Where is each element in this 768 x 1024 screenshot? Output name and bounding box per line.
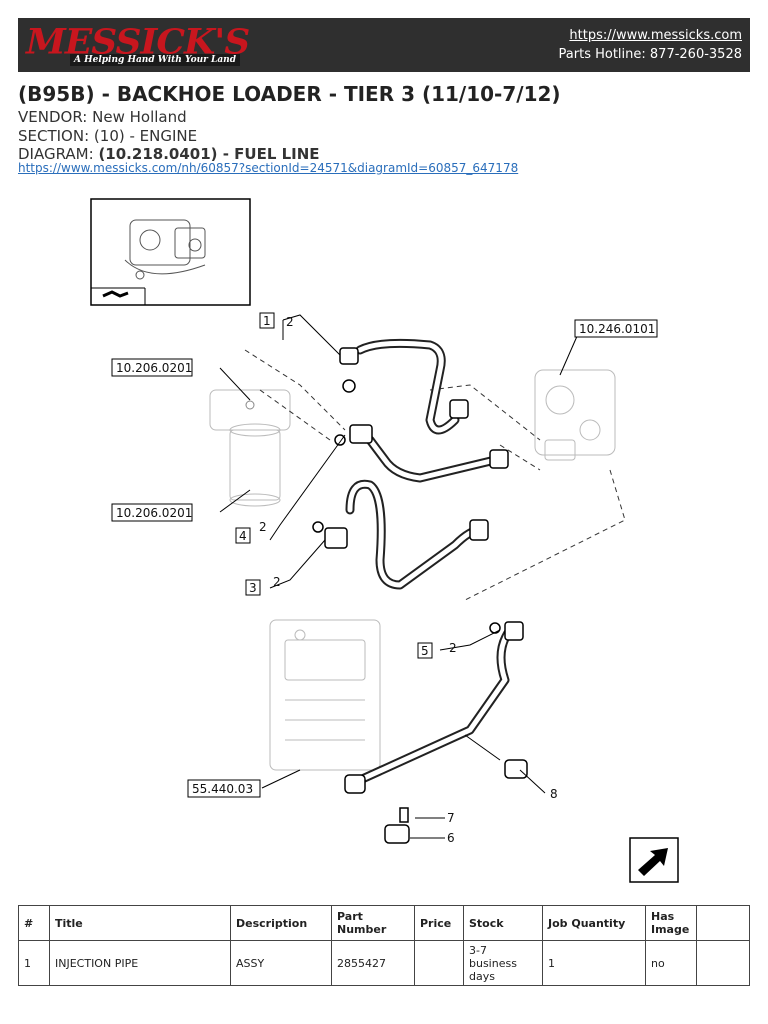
col-header: Job Quantity [542, 905, 646, 941]
col-header: # [18, 905, 50, 941]
parts-hotline: Parts Hotline: 877-260-3528 [558, 47, 742, 62]
ref-box-10-206-0201-bottom[interactable]: 10.206.0201 [111, 503, 193, 522]
col-header: Title [49, 905, 231, 941]
col-header: Part Number [331, 905, 415, 941]
cell-extra [696, 940, 750, 986]
cell-part-number: 2855427 [331, 940, 415, 986]
svg-text:3: 3 [249, 581, 257, 595]
svg-text:5: 5 [421, 644, 429, 658]
col-header: Price [414, 905, 464, 941]
cell-num: 1 [18, 940, 50, 986]
injection-pump [534, 369, 616, 461]
cell-job-quantity: 1 [542, 940, 646, 986]
table-row[interactable]: 1 INJECTION PIPE ASSY 2855427 3-7 busine… [18, 940, 750, 986]
table-header-row: # Title Description Part Number Price St… [18, 905, 750, 941]
header-contact: https://www.messicks.com Parts Hotline: … [559, 26, 742, 64]
site-url-link[interactable]: https://www.messicks.com [569, 28, 742, 43]
svg-text:2: 2 [449, 641, 457, 655]
fuel-filter-assembly [209, 389, 291, 507]
ref-label: 10.206.0201 [116, 361, 192, 375]
cell-description: ASSY [230, 940, 332, 986]
vendor-line: VENDOR: New Holland [18, 108, 187, 126]
page-title: (B95B) - BACKHOE LOADER - TIER 3 (11/10-… [18, 82, 561, 106]
callout-6[interactable]: 6 [447, 831, 455, 845]
svg-text:2: 2 [273, 575, 281, 589]
diagram-value: (10.218.0401) - FUEL LINE [98, 145, 320, 163]
cell-price [414, 940, 464, 986]
svg-text:1: 1 [263, 314, 271, 328]
col-header [696, 905, 750, 941]
callout-5[interactable]: 5 2 [417, 641, 457, 659]
ecu-module [269, 619, 381, 771]
callout-7[interactable]: 7 [447, 811, 455, 825]
ref-box-55-440-03[interactable]: 55.440.03 [187, 779, 261, 798]
cell-has-image: no [645, 940, 697, 986]
callout-1[interactable]: 1 2 [259, 312, 294, 329]
diagram-line: DIAGRAM: (10.218.0401) - FUEL LINE [18, 145, 320, 163]
diagram-url-link[interactable]: https://www.messicks.com/nh/60857?sectio… [18, 161, 519, 175]
logo-tagline: A Helping Hand With Your Land [70, 54, 241, 66]
ref-label: 55.440.03 [192, 782, 253, 796]
cell-title: INJECTION PIPE [49, 940, 231, 986]
ref-box-10-246-0101[interactable]: 10.246.0101 [574, 319, 658, 338]
section-value: (10) - ENGINE [93, 127, 198, 145]
cell-stock: 3-7 business days [463, 940, 543, 986]
col-header: Stock [463, 905, 543, 941]
callout-3[interactable]: 3 2 [245, 575, 281, 596]
vendor-value: New Holland [92, 108, 187, 126]
site-header: MESSICK'S A Helping Hand With Your Land … [18, 18, 750, 72]
callout-4[interactable]: 4 2 [235, 520, 267, 544]
svg-text:2: 2 [259, 520, 267, 534]
parts-table: # Title Description Part Number Price St… [18, 905, 750, 986]
col-header: Description [230, 905, 332, 941]
messicks-logo[interactable]: MESSICK'S A Helping Hand With Your Land [26, 20, 256, 70]
ref-label: 10.246.0101 [579, 322, 655, 336]
svg-text:4: 4 [239, 529, 247, 543]
next-diagram-arrow-icon[interactable] [629, 837, 679, 883]
fuel-line-diagram: 10.206.0201 10.246.0101 10.206.0201 55.4… [90, 198, 679, 883]
ref-label: 10.206.0201 [116, 506, 192, 520]
svg-text:2: 2 [286, 315, 294, 329]
callout-8[interactable]: 8 [550, 787, 558, 801]
col-header: Has Image [645, 905, 697, 941]
section-line: SECTION: (10) - ENGINE [18, 127, 198, 145]
ref-box-10-206-0201-top[interactable]: 10.206.0201 [111, 358, 193, 377]
engine-thumbnail[interactable] [90, 198, 251, 306]
